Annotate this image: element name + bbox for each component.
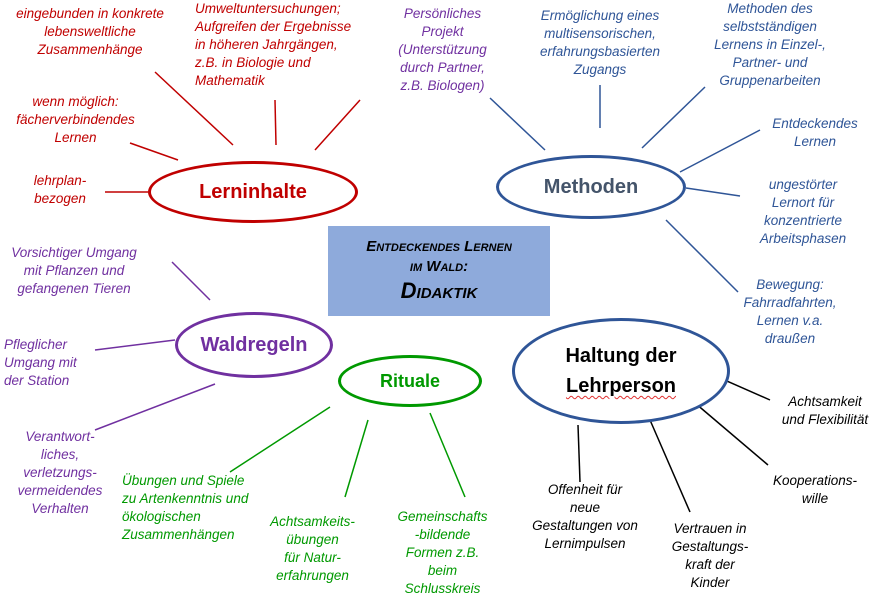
node-waldregeln-verantwortliches-verhalten: Verantwort-liches,verletzungs-vermeidend…	[17, 429, 103, 516]
hub-waldregeln-label: Waldregeln	[200, 333, 308, 356]
hub-haltung-label-line2: Lehrperson	[565, 375, 677, 397]
node-lerninhalte-umweltuntersuchungen: Umweltuntersuchungen;Aufgreifen der Erge…	[195, 1, 352, 88]
hub-rituale: Rituale	[338, 355, 482, 407]
node-haltung-kooperationswille: Kooperations-wille	[772, 473, 858, 506]
hub-waldregeln: Waldregeln	[175, 312, 333, 378]
hub-haltung-der-lehrperson: Haltung der Lehrperson	[512, 318, 730, 424]
node-methoden-bewegung: Bewegung:Fahrradfahrten,Lernen v.a.drauß…	[743, 277, 837, 346]
hub-lerninhalte-label: Lerninhalte	[199, 180, 307, 203]
node-lerninhalte-lehrplanbezogen: lehrplan-bezogen	[33, 173, 87, 206]
hub-lerninhalte: Lerninhalte	[148, 161, 358, 223]
center-title-box: Entdeckendes Lernen im Wald: Didaktik	[328, 226, 550, 316]
center-title-line1: Entdeckendes Lernen	[366, 238, 512, 255]
hub-haltung-label-line1: Haltung der	[565, 345, 677, 367]
hub-methoden-label: Methoden	[543, 175, 639, 198]
center-title-line3: Didaktik	[400, 278, 478, 303]
hub-rituale-label: Rituale	[379, 370, 440, 391]
hub-methoden: Methoden	[496, 155, 686, 219]
center-title-line2: im Wald:	[409, 258, 469, 275]
